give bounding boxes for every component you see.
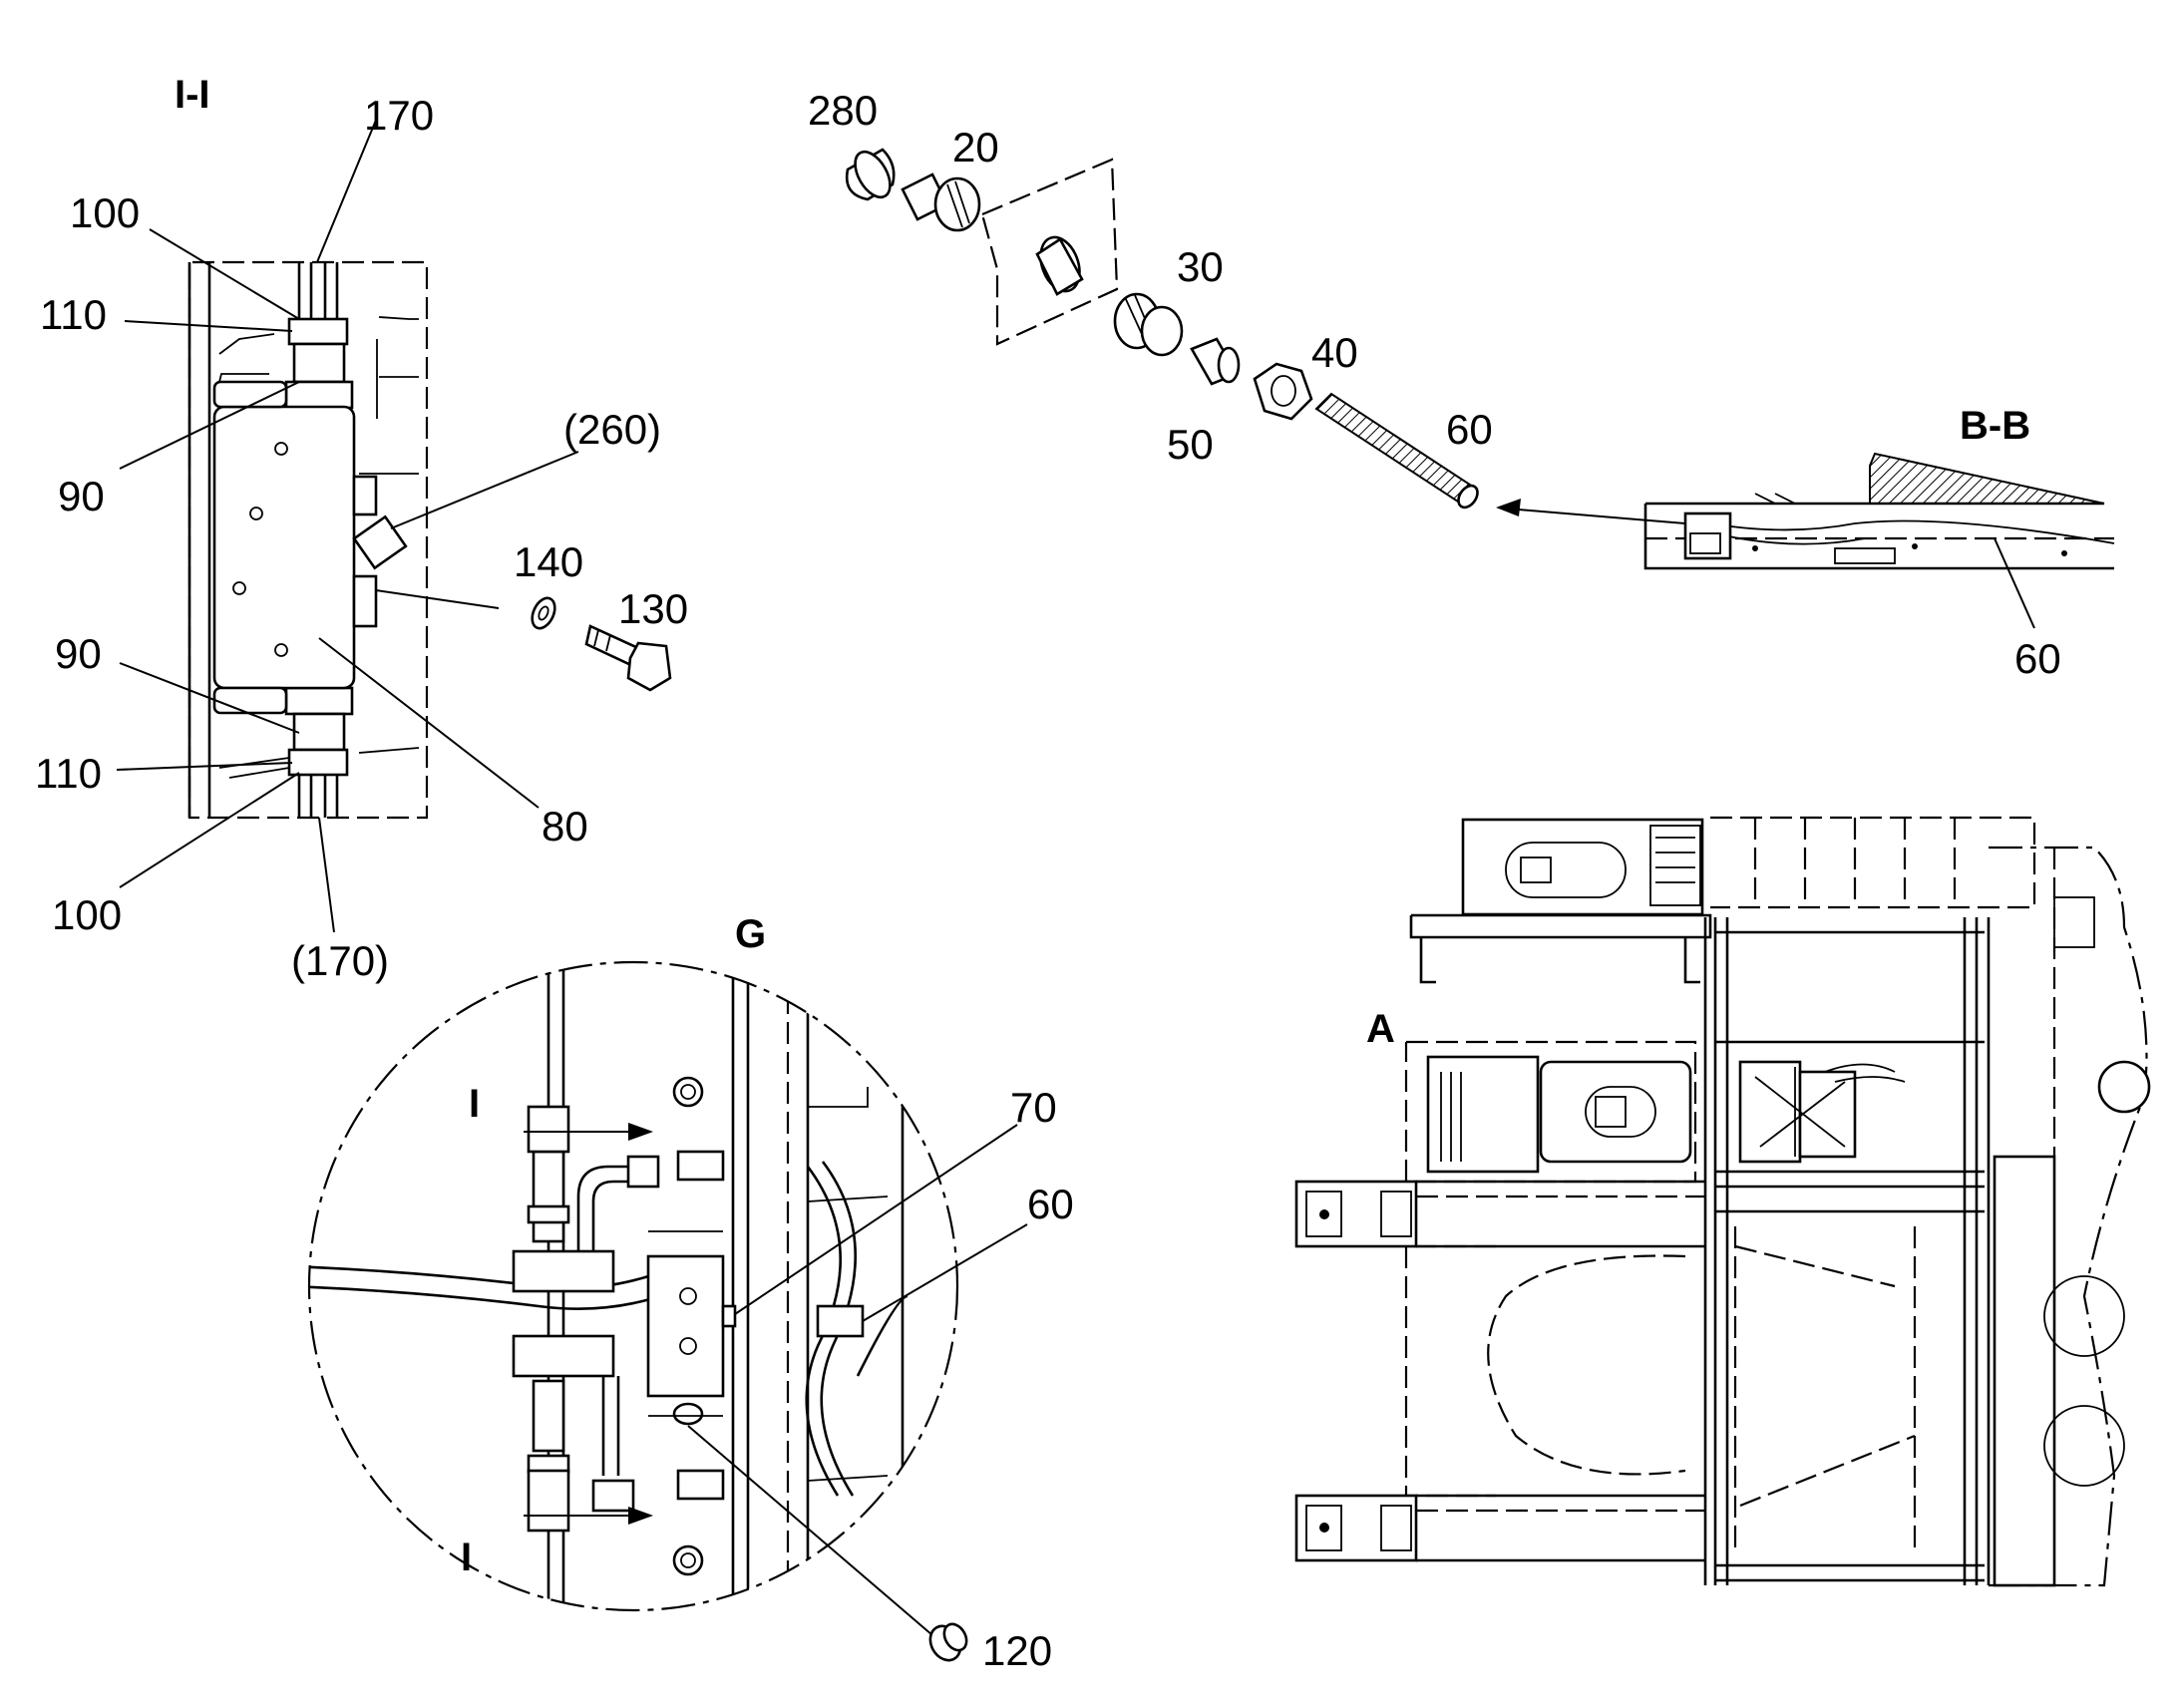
callout-90-top: 90 [58,473,105,519]
plug-120 [928,1622,968,1662]
callout-80: 80 [542,803,588,850]
callout-170-paren: (170) [291,937,389,984]
section-mark-lower: I [461,1536,472,1579]
gauge-port-260 [352,514,408,570]
view-g-title: G [735,912,766,956]
callout-280: 280 [808,87,878,134]
callout-260: (260) [563,406,661,453]
callout-90-bottom: 90 [55,630,102,677]
section-arrow-upper [524,1123,653,1141]
fitting-110-top [287,317,349,346]
view-bb-title: B-B [1960,404,2030,448]
bolt-130 [584,624,672,692]
callout-60-g: 60 [1027,1181,1074,1227]
callout-30: 30 [1177,243,1224,290]
valve-block-g [646,1254,725,1398]
view-g: G [307,912,1074,1674]
callout-100-bottom: 100 [52,891,122,938]
washer-140 [531,596,556,630]
fitting-110-bottom [287,748,349,777]
callout-110-bottom: 110 [35,750,102,797]
bolt-assembly: 140 130 [514,538,688,692]
callout-170: 170 [364,92,434,139]
callout-120: 120 [982,1627,1052,1674]
fitting-20 [901,172,981,232]
section-arrow-lower [524,1507,653,1525]
callout-110-top: 110 [40,291,107,338]
bulkhead-plate [980,158,1119,346]
callout-60-exploded: 60 [1446,406,1493,453]
fitting-90-bottom [292,712,346,752]
view-a-title: A [1366,1007,1395,1051]
nut-40 [1253,362,1313,421]
exploded-fittings: 280 20 30 40 50 60 [808,87,1493,510]
callout-100-top: 100 [70,189,140,236]
port-70 [721,1304,737,1328]
machine-overview: A [1294,816,2151,1587]
valve-cluster [1738,1060,1906,1164]
callout-60-bb: 60 [2014,635,2061,682]
reference-arrow [1496,499,1686,524]
callout-40: 40 [1311,329,1358,376]
view-ii: I-I [35,73,661,984]
view-ii-title: I-I [175,73,210,117]
section-mark-upper: I [469,1082,480,1126]
union-30 [1113,292,1184,357]
callout-20: 20 [952,124,999,171]
callout-130: 130 [618,585,688,632]
fitting-90-top [292,342,346,384]
view-bb: B-B 60 [1643,404,2115,682]
rear-body [1989,846,2148,1587]
callout-50: 50 [1167,421,1214,468]
callout-70: 70 [1010,1084,1057,1131]
tank-outline [1487,1254,1686,1476]
callout-140: 140 [514,538,583,585]
motor-unit [1426,1055,1540,1174]
